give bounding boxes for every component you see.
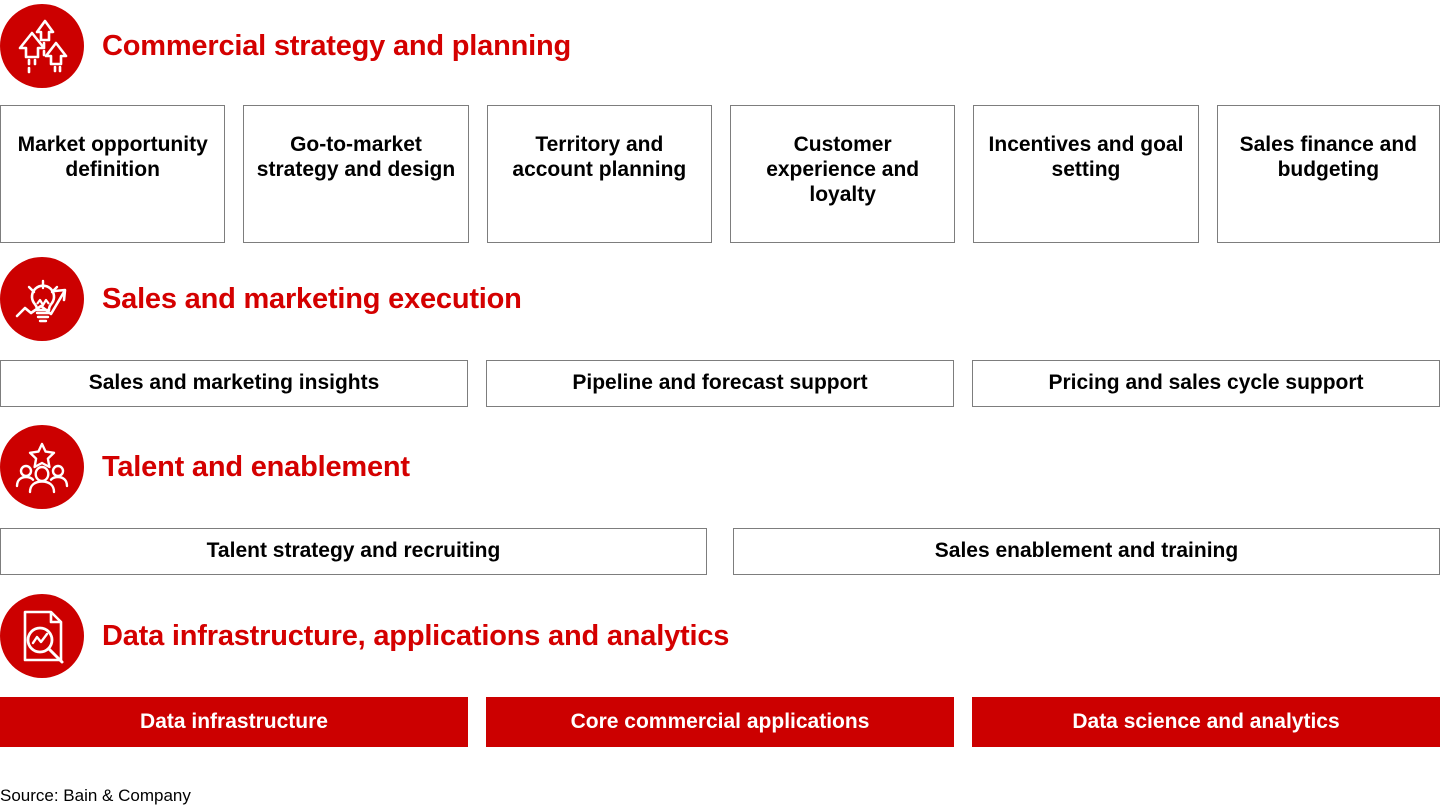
box-label: Go-to-market strategy and design — [256, 133, 456, 181]
box-label: Talent strategy and recruiting — [206, 539, 501, 563]
row-sales-and-marketing-execution-items: Sales and marketing insights Pipeline an… — [0, 360, 1440, 407]
box-market-opportunity-definition[interactable]: Market opportunity definition — [0, 105, 226, 243]
row-talent-and-enablement-items: Talent strategy and recruiting Sales ena… — [0, 528, 1440, 575]
box-pricing-and-sales-cycle-support[interactable]: Pricing and sales cycle support — [972, 360, 1440, 407]
box-incentives-and-goal-setting[interactable]: Incentives and goal setting — [973, 105, 1199, 243]
section-header-data-infrastructure: Data infrastructure, applications and an… — [0, 594, 729, 678]
section-title: Sales and marketing execution — [102, 282, 522, 315]
box-territory-and-account-planning[interactable]: Territory and account planning — [486, 105, 712, 243]
bar-label: Data science and analytics — [1072, 710, 1340, 733]
section-title: Talent and enablement — [102, 450, 410, 483]
box-sales-and-marketing-insights[interactable]: Sales and marketing insights — [0, 360, 468, 407]
box-label: Customer experience and loyalty — [766, 133, 920, 206]
bar-data-infrastructure[interactable]: Data infrastructure — [0, 697, 468, 747]
lightbulb-growth-icon — [0, 257, 84, 341]
people-star-icon — [0, 425, 84, 509]
row-data-infrastructure-items: Data infrastructure Core commercial appl… — [0, 697, 1440, 747]
bar-core-commercial-applications[interactable]: Core commercial applications — [486, 697, 954, 747]
box-label: Pricing and sales cycle support — [1048, 371, 1364, 395]
box-sales-enablement-and-training[interactable]: Sales enablement and training — [733, 528, 1440, 575]
section-header-talent-and-enablement: Talent and enablement — [0, 425, 410, 509]
arrows-up-icon — [0, 4, 84, 88]
box-talent-strategy-and-recruiting[interactable]: Talent strategy and recruiting — [0, 528, 707, 575]
document-magnifier-chart-icon — [0, 594, 84, 678]
box-label: Sales enablement and training — [934, 539, 1239, 563]
box-label: Pipeline and forecast support — [572, 371, 868, 395]
bar-data-science-and-analytics[interactable]: Data science and analytics — [972, 697, 1440, 747]
bar-label: Core commercial applications — [570, 710, 870, 733]
box-sales-finance-and-budgeting[interactable]: Sales finance and budgeting — [1216, 105, 1440, 243]
bar-label: Data infrastructure — [140, 710, 328, 733]
box-label: Market opportunity definition — [17, 133, 208, 181]
box-label: Incentives and goal setting — [988, 133, 1184, 181]
box-label: Sales and marketing insights — [88, 371, 380, 395]
section-header-sales-and-marketing-execution: Sales and marketing execution — [0, 257, 522, 341]
box-label: Sales finance and budgeting — [1239, 133, 1418, 181]
box-go-to-market-strategy-and-design[interactable]: Go-to-market strategy and design — [243, 105, 469, 243]
row-commercial-strategy-items: Market opportunity definition Go-to-mark… — [0, 105, 1440, 243]
source-note: Source: Bain & Company — [0, 786, 191, 805]
section-header-commercial-strategy: Commercial strategy and planning — [0, 4, 571, 88]
box-customer-experience-and-loyalty[interactable]: Customer experience and loyalty — [729, 105, 956, 243]
section-title: Data infrastructure, applications and an… — [102, 619, 730, 652]
box-pipeline-and-forecast-support[interactable]: Pipeline and forecast support — [486, 360, 954, 407]
section-title: Commercial strategy and planning — [102, 29, 571, 62]
box-label: Territory and account planning — [512, 133, 687, 181]
